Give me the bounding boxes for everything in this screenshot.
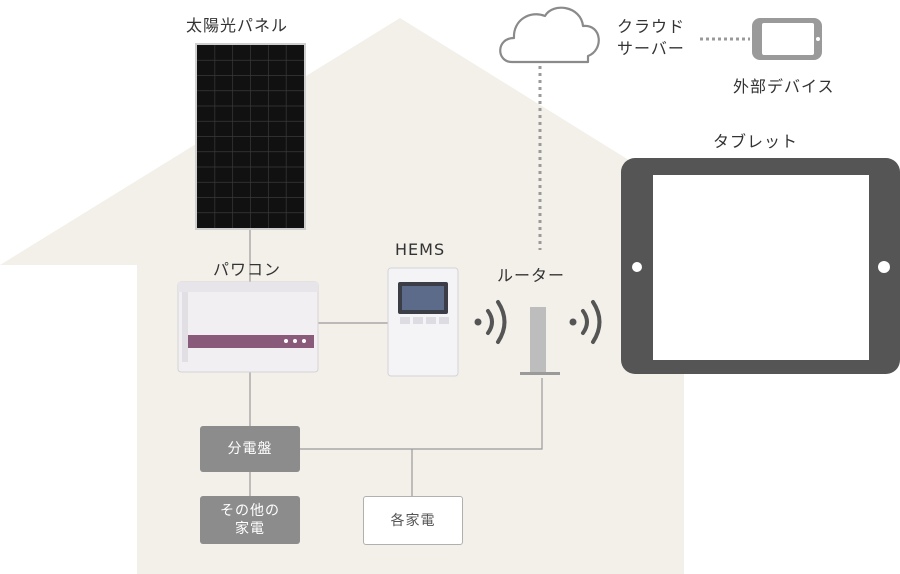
- each-appliance-label: 各家電: [390, 512, 436, 529]
- cloud-server-label: クラウド サーバー: [617, 16, 685, 60]
- wifi-signal-icon: [569, 300, 602, 344]
- power-conditioner-label: パワコン: [213, 260, 282, 279]
- router-label: ルーター: [497, 266, 566, 285]
- solar-panel-icon: [195, 43, 306, 230]
- hems-label: HEMS: [395, 240, 446, 259]
- external-device-label: 外部デバイス: [733, 77, 835, 96]
- cloud-server-label-line1: クラウド: [617, 17, 686, 36]
- each-appliance-box: 各家電: [363, 496, 463, 545]
- phone-icon: [752, 18, 822, 60]
- connector-lines: [249, 228, 543, 496]
- other-appliances-label-line2: 家電: [235, 521, 265, 537]
- tablet-label: タブレット: [713, 132, 799, 151]
- wifi-signal-icon: [474, 300, 507, 344]
- other-appliances-label-line1: その他の: [220, 503, 280, 519]
- solar-panel-label: 太陽光パネル: [186, 16, 289, 35]
- other-appliances-box: その他の 家電: [200, 496, 300, 544]
- hems-monitor-icon: [387, 267, 459, 377]
- cloud-server-label-line2: サーバー: [617, 39, 685, 58]
- cloud-icon: [499, 6, 600, 64]
- tablet-icon[interactable]: [621, 158, 900, 374]
- power-conditioner-icon: [177, 281, 319, 373]
- router-icon: [520, 307, 560, 375]
- distribution-board-box: 分電盤: [200, 426, 300, 472]
- distribution-board-label: 分電盤: [227, 441, 273, 457]
